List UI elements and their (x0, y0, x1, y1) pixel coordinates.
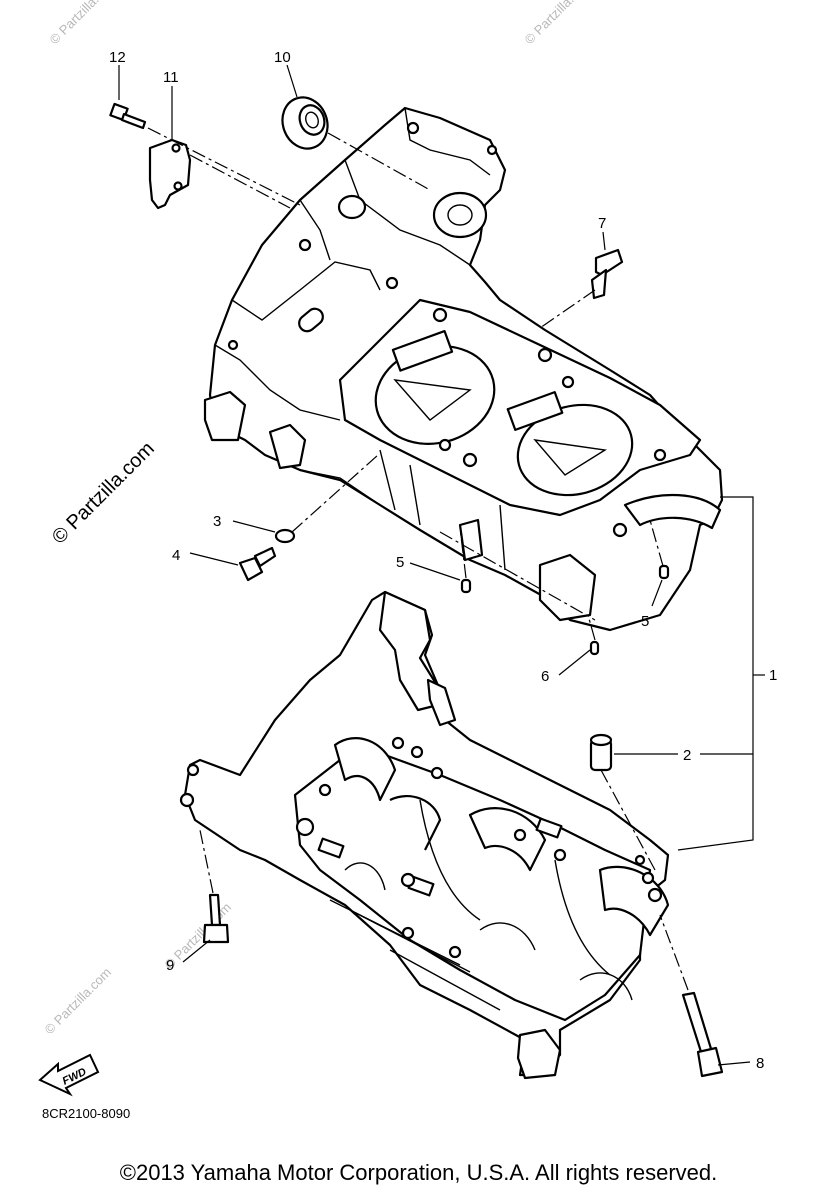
part-12-screw (109, 102, 147, 130)
watermark-top-right: © Partzilla.com (522, 0, 595, 47)
part-5-dowel-right (658, 564, 670, 580)
callout-leaders (118, 64, 765, 1066)
part-6-pin (589, 640, 600, 656)
watermark-main: © Partzilla.com (48, 438, 159, 549)
diagram-code: 8CR2100-8090 (42, 1106, 131, 1121)
watermark-bottom-left: © Partzilla.com (42, 965, 115, 1038)
part-11-bracket (148, 138, 192, 210)
callout-1: 1 (769, 667, 777, 684)
callout-5-right: 5 (641, 613, 649, 630)
copyright-notice: ©2013 Yamaha Motor Corporation, U.S.A. A… (119, 1160, 718, 1185)
lower-crankcase (179, 590, 670, 1080)
callout-11: 11 (163, 69, 179, 86)
callout-7: 7 (598, 215, 606, 232)
fwd-arrow-icon: FWD (38, 1053, 100, 1097)
part-9-bolt (202, 893, 230, 944)
part-4-bolt (238, 546, 277, 582)
watermark-top-left: © Partzilla.com (47, 0, 120, 47)
callout-6: 6 (541, 668, 549, 685)
part-2-plug (589, 733, 613, 772)
assembly-lines (147, 127, 689, 991)
part-10-bearing (281, 96, 329, 150)
part-3-washer (274, 528, 296, 544)
part-8-bolt (681, 991, 724, 1078)
callout-5-left: 5 (396, 554, 404, 571)
callout-labels: 12 11 10 7 3 4 5 5 6 1 2 9 8 (109, 49, 777, 1072)
callout-4: 4 (172, 547, 180, 564)
upper-crankcase (203, 106, 724, 632)
callout-10: 10 (274, 49, 291, 66)
part-5-dowel-left (460, 578, 472, 594)
callout-2: 2 (683, 747, 691, 764)
callout-3: 3 (213, 513, 221, 530)
callout-8: 8 (756, 1055, 764, 1072)
callout-9: 9 (166, 957, 174, 974)
callout-12: 12 (109, 49, 126, 66)
part-7-stud (590, 248, 624, 300)
